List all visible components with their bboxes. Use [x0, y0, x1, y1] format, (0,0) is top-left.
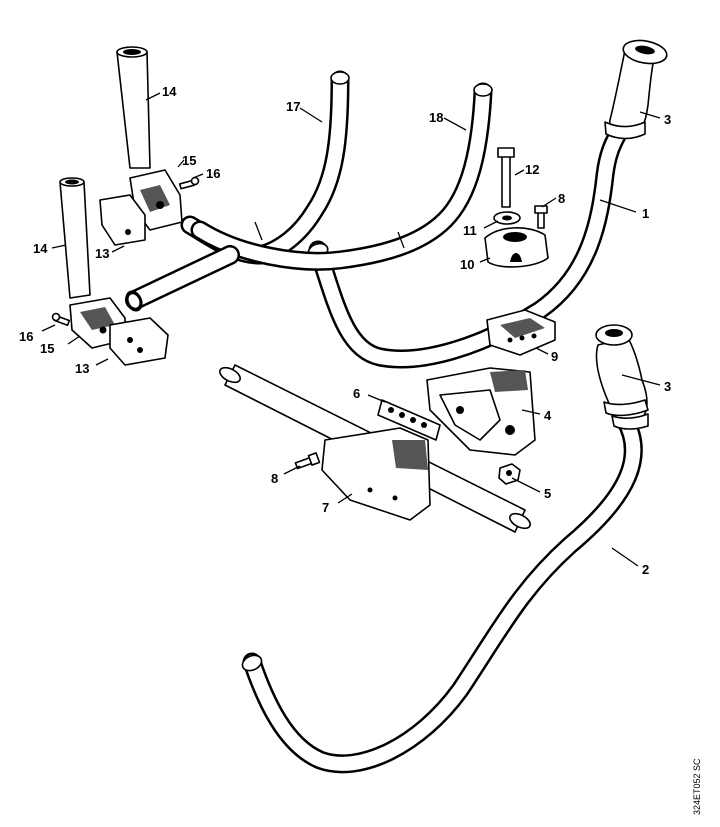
callout-8-lower: 8 — [271, 471, 278, 486]
callout-11: 11 — [463, 223, 477, 238]
callout-8-upper: 8 — [558, 191, 565, 206]
clamp-9 — [486, 309, 556, 356]
crossbar-tube — [125, 245, 240, 312]
bracket-7 — [321, 427, 431, 521]
callout-14-lower: 14 — [33, 241, 48, 256]
callout-2: 2 — [642, 562, 649, 577]
screw-8-upper — [534, 205, 548, 229]
callout-13-upper: 13 — [95, 246, 109, 261]
handlebar-tube-2 — [241, 410, 643, 774]
callout-7: 7 — [322, 500, 329, 515]
clamp-13-lower — [109, 317, 169, 366]
callout-3-lower: 3 — [664, 379, 671, 394]
tube-14-lower — [59, 177, 91, 299]
callout-17: 17 — [286, 99, 300, 114]
callout-12: 12 — [525, 162, 539, 177]
callout-6: 6 — [353, 386, 360, 401]
handlebar-tube-1 — [307, 120, 630, 369]
callout-15-upper: 15 — [182, 153, 196, 168]
callout-16-lower: 16 — [19, 329, 33, 344]
callout-4: 4 — [544, 408, 552, 423]
screw-12 — [497, 147, 515, 208]
callout-5: 5 — [544, 486, 551, 501]
clamp-10 — [484, 227, 549, 268]
drawing-code: 324ET052 SC — [692, 758, 702, 815]
grip-3-upper — [604, 39, 668, 140]
callout-3-upper: 3 — [664, 112, 671, 127]
screw-16-upper — [178, 176, 200, 190]
callout-14-upper: 14 — [162, 84, 177, 99]
frame-tube-18 — [190, 82, 493, 271]
plate-6 — [377, 399, 441, 441]
callout-16-upper: 16 — [206, 166, 220, 181]
clamp-13-upper — [99, 194, 146, 246]
callout-15-lower: 15 — [40, 341, 54, 356]
screw-16-lower — [51, 312, 71, 327]
tube-14-upper — [116, 46, 151, 169]
callout-10: 10 — [460, 257, 474, 272]
callout-1: 1 — [642, 206, 649, 221]
callout-18: 18 — [429, 110, 443, 125]
callout-9: 9 — [551, 349, 558, 364]
callout-labels: 1 2 3 3 4 5 6 7 8 8 9 10 11 12 13 13 14 … — [19, 84, 671, 577]
callout-13-lower: 13 — [75, 361, 89, 376]
washer-11 — [493, 211, 521, 225]
leader-lines — [41, 92, 661, 567]
bracket-4 — [426, 367, 536, 456]
grip-3-lower — [595, 324, 649, 430]
